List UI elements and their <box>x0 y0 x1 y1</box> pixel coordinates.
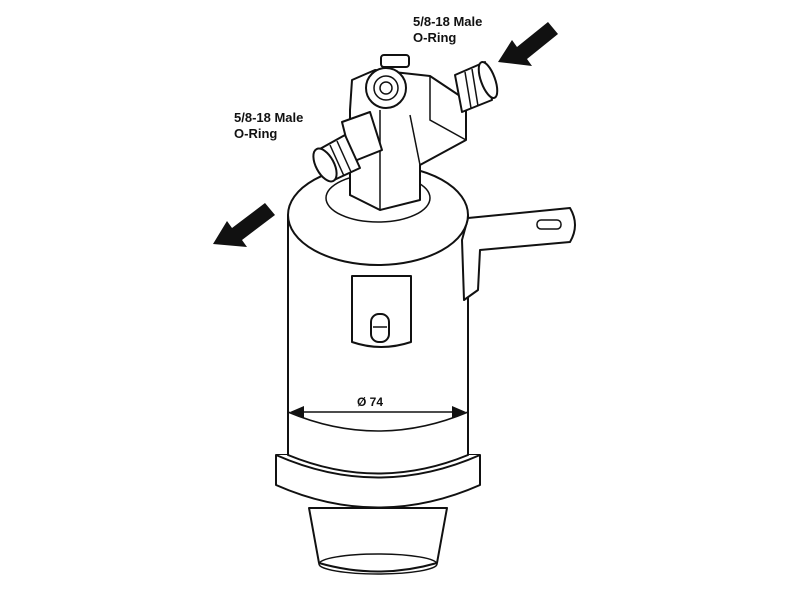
sight-glass <box>351 275 412 348</box>
outlet-label-line2: O-Ring <box>234 126 278 141</box>
diameter-dimension <box>290 406 466 418</box>
outlet-label: 5/8-18 Male O-Ring <box>234 110 303 142</box>
top-dome <box>287 164 469 266</box>
mounting-bracket <box>461 207 576 301</box>
inlet-label-line2: O-Ring <box>413 30 457 45</box>
inlet-flow-arrow-icon <box>498 22 558 66</box>
inlet-label-line1: 5/8-18 Male <box>413 14 483 29</box>
inlet-label: 5/8-18 Male O-Ring <box>413 14 482 46</box>
inlet-fitting <box>454 60 499 113</box>
outlet-flow-arrow-icon <box>213 203 275 247</box>
base-cup <box>308 507 448 575</box>
outlet-fitting <box>312 111 383 183</box>
outlet-label-line1: 5/8-18 Male <box>234 110 304 125</box>
diameter-label: Ø 74 <box>357 395 384 409</box>
